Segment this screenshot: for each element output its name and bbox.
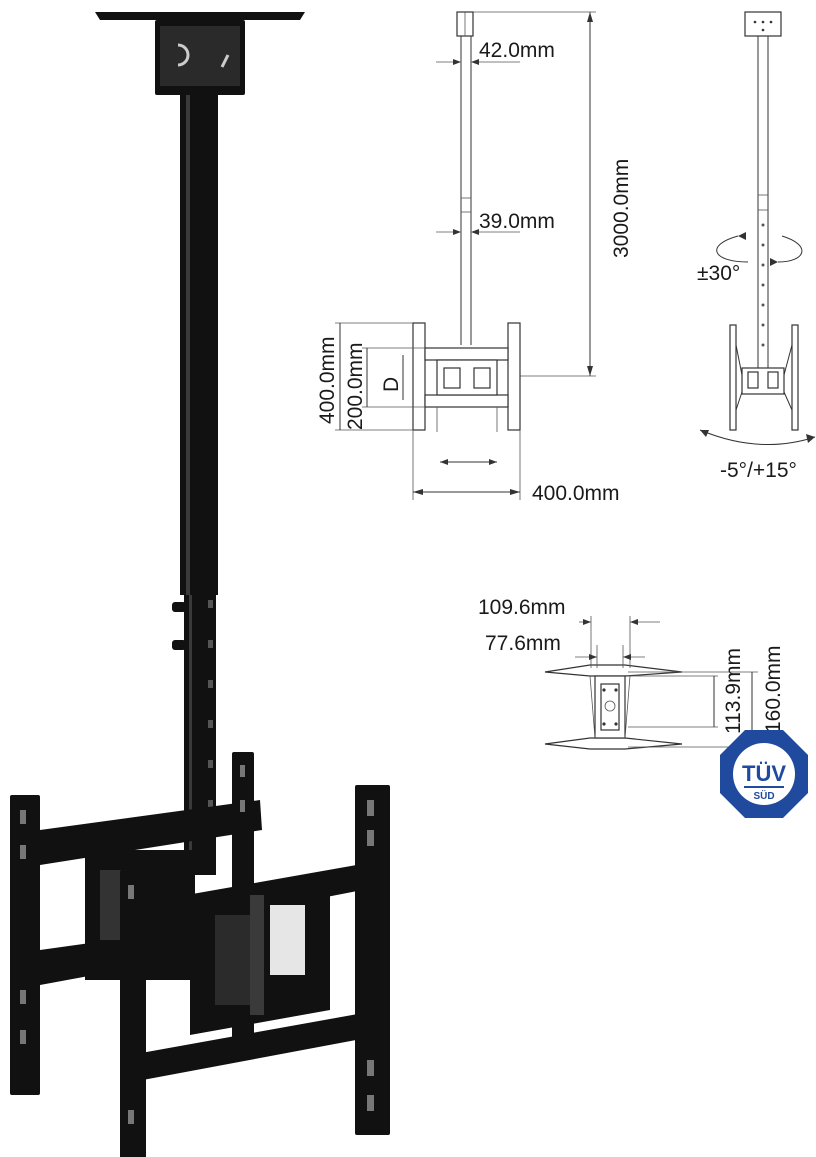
dim-vesa-inner: 200.0mm	[344, 342, 367, 430]
ceiling-plate-detail	[544, 616, 758, 750]
dim-long: 160.0mm	[762, 645, 785, 733]
dim-total-height: 3000.0mm	[610, 159, 633, 258]
ceiling-mount-render	[10, 12, 390, 1157]
sud-logo-text: SÜD	[753, 789, 774, 802]
dim-label-d: D	[380, 377, 403, 392]
dim-bracket-width: 400.0mm	[532, 482, 620, 505]
dim-outer: 109.6mm	[478, 596, 566, 619]
dim-tube-upper: 42.0mm	[479, 39, 555, 62]
dim-tube-lower: 39.0mm	[479, 210, 555, 233]
side-view	[699, 11, 816, 445]
dim-inner: 77.6mm	[485, 632, 561, 655]
swivel-angle: ±30°	[697, 262, 740, 285]
dim-bracket-height: 400.0mm	[316, 336, 339, 424]
tuv-sud-logo: TÜV SÜD	[720, 730, 808, 818]
front-dimension-view	[335, 11, 596, 500]
dim-short: 113.9mm	[722, 648, 745, 734]
tuv-logo-text: TÜV	[742, 761, 786, 786]
tilt-angle: -5°/+15°	[720, 459, 797, 482]
